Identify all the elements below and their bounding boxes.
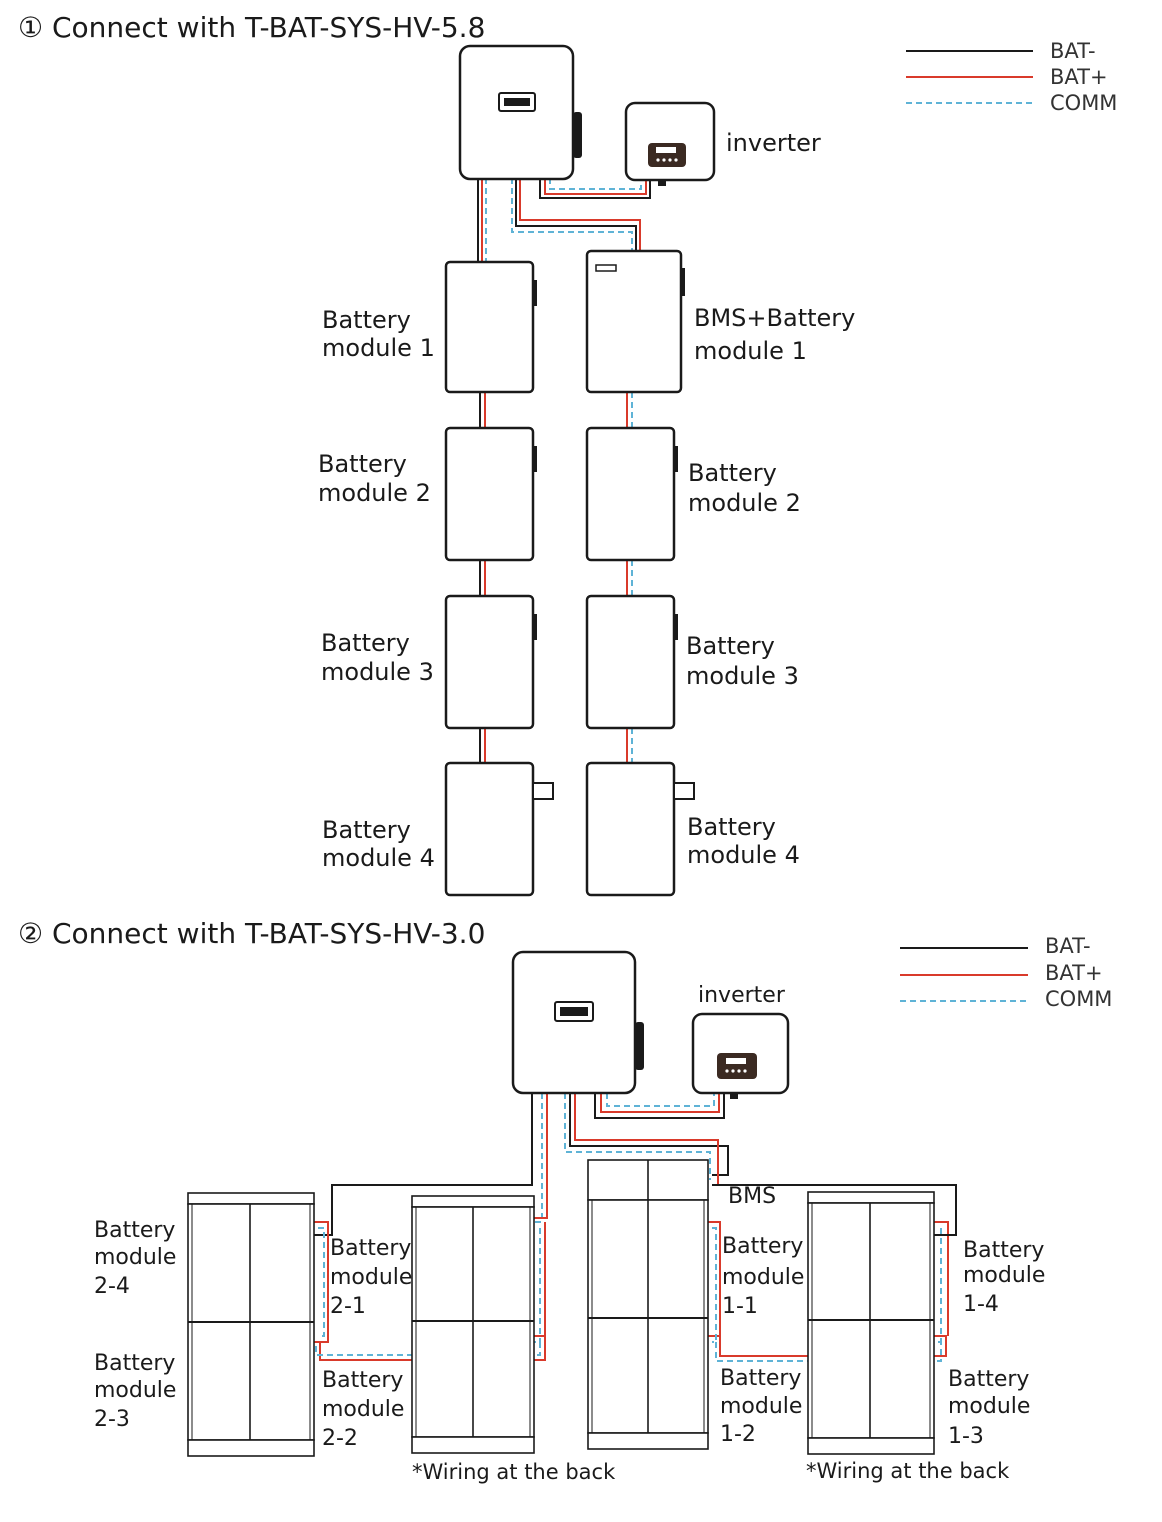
inverter-1 bbox=[624, 101, 716, 186]
s2-label-1-3: Battery module 1-3 bbox=[948, 1367, 1037, 1449]
s1-right-label-4: Battery module 4 bbox=[687, 813, 800, 869]
s1-right-battery-module-4 bbox=[585, 761, 676, 897]
inverter-1-label: inverter bbox=[726, 129, 821, 157]
tower-bms-1-1-1-2 bbox=[587, 1159, 709, 1450]
s2-label-1-4: Battery module 1-4 bbox=[963, 1238, 1052, 1317]
s1-battery-module-2 bbox=[444, 426, 535, 562]
legend-2-bat-plus-label: BAT+ bbox=[1045, 961, 1103, 985]
legend-1: BAT- BAT+ COMM bbox=[906, 39, 1117, 115]
s2-label-1-1: Battery module 1-1 bbox=[722, 1234, 811, 1319]
s2-label-1-2: Battery module 1-2 bbox=[720, 1366, 809, 1447]
section-1-wiring bbox=[477, 178, 651, 763]
s1-right-battery-stack bbox=[585, 249, 695, 897]
s1-left-label-4: Battery module 4 bbox=[322, 816, 435, 872]
legend-2-bat-minus-label: BAT- bbox=[1045, 934, 1091, 958]
section-1-title: ① Connect with T-BAT-SYS-HV-5.8 bbox=[18, 11, 485, 44]
legend-comm-label: COMM bbox=[1050, 91, 1117, 115]
s1-right-label-1: BMS+Battery module 1 bbox=[694, 304, 863, 365]
s1-left-label-2: Battery module 2 bbox=[318, 450, 431, 507]
legend-2-comm-label: COMM bbox=[1045, 987, 1112, 1011]
s1-left-label-1: Battery module 1 bbox=[322, 306, 435, 362]
s1-right-battery-module-3 bbox=[585, 594, 676, 730]
s1-battery-module-1 bbox=[444, 260, 535, 394]
s1-left-label-3: Battery module 3 bbox=[321, 629, 434, 686]
legend-2: BAT- BAT+ COMM bbox=[900, 934, 1112, 1011]
s1-battery-module-3 bbox=[444, 594, 535, 730]
big-inverter-unit-2 bbox=[511, 950, 644, 1095]
s2-label-2-1: Battery module 2-1 bbox=[330, 1236, 419, 1319]
s2-label-2-3: Battery module 2-3 bbox=[94, 1351, 183, 1432]
big-inverter-unit-1 bbox=[458, 44, 582, 181]
tower-2-4-2-3 bbox=[187, 1192, 315, 1457]
section-2-title: ② Connect with T-BAT-SYS-HV-3.0 bbox=[18, 917, 485, 950]
s1-right-label-3: Battery module 3 bbox=[686, 632, 799, 690]
s1-right-label-2: Battery module 2 bbox=[688, 459, 801, 517]
s1-bms-battery-module-1 bbox=[585, 249, 683, 394]
legend-bat-minus-label: BAT- bbox=[1050, 39, 1096, 63]
bms-label: BMS bbox=[728, 1184, 776, 1209]
legend-bat-plus-label: BAT+ bbox=[1050, 65, 1108, 89]
tower-1-4-1-3 bbox=[807, 1191, 935, 1455]
s2-label-2-2: Battery module 2-2 bbox=[322, 1368, 411, 1451]
inverter-2 bbox=[691, 1012, 790, 1099]
tower-2-1-2-2 bbox=[411, 1195, 535, 1454]
inverter-2-label: inverter bbox=[698, 983, 786, 1008]
s2-label-2-4: Battery module 2-4 bbox=[94, 1218, 183, 1299]
note-wiring-left: *Wiring at the back bbox=[412, 1460, 616, 1484]
section-2-wiring bbox=[314, 1093, 957, 1362]
s1-battery-module-4 bbox=[444, 761, 535, 897]
s1-left-battery-stack bbox=[444, 260, 554, 897]
note-wiring-right: *Wiring at the back bbox=[806, 1459, 1010, 1483]
s1-right-battery-module-2 bbox=[585, 426, 676, 562]
